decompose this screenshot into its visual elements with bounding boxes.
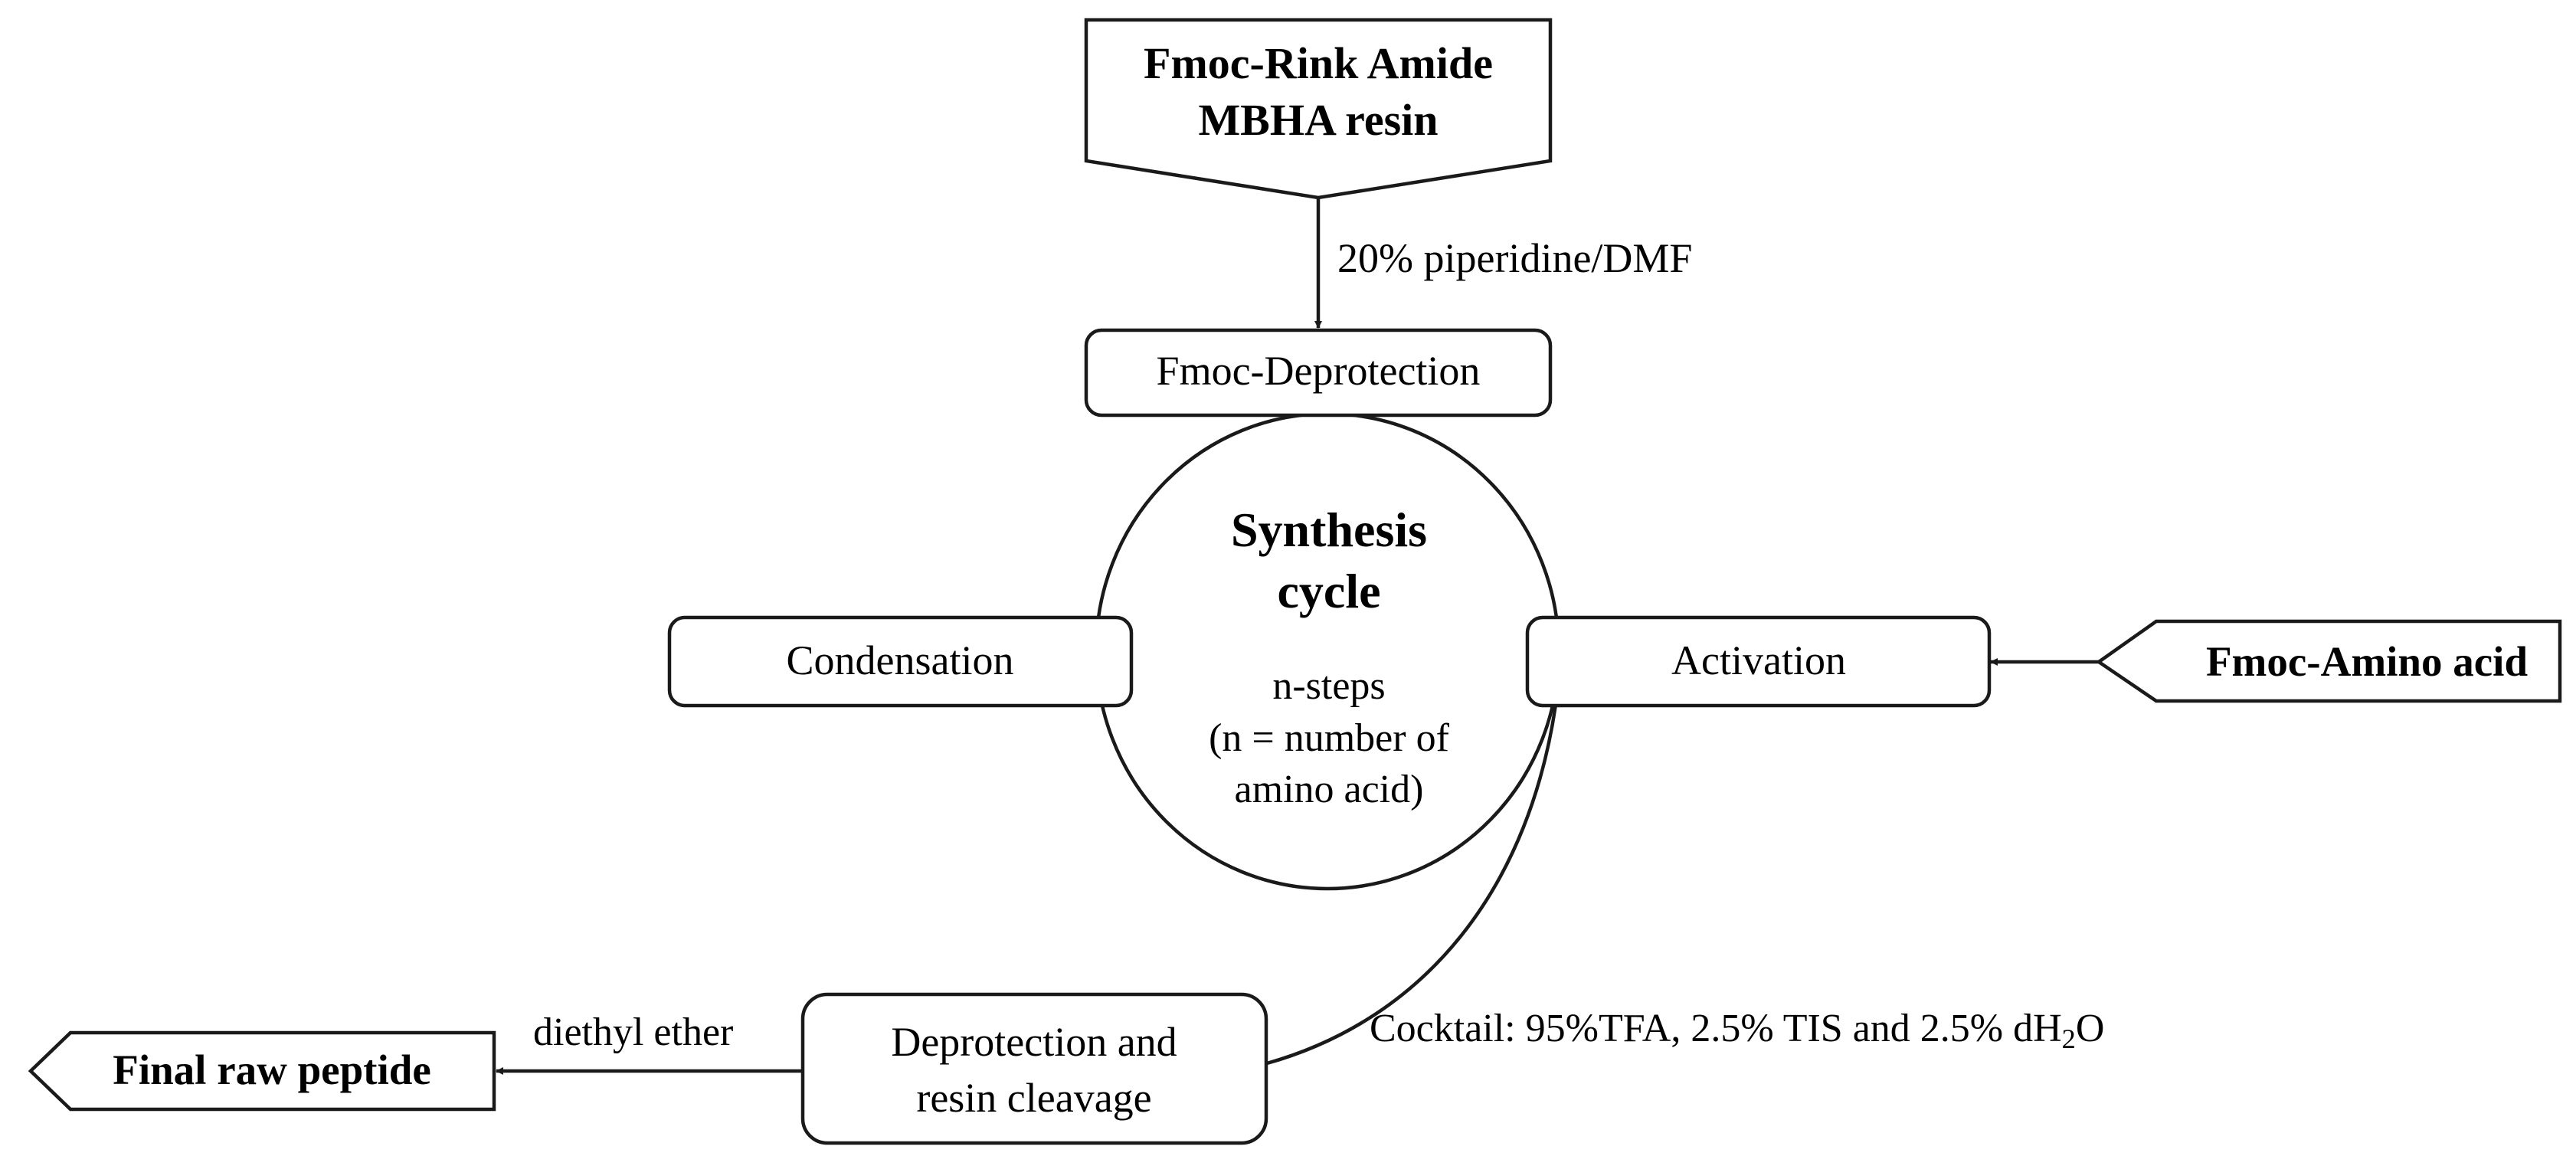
cycle-sub-line1: n-steps xyxy=(1272,664,1386,708)
activation-box xyxy=(1525,615,1992,708)
activation-label: Activation xyxy=(1671,637,1846,683)
cocktail-label: Cocktail: 95%TFA, 2.5% TIS and 2.5% dH2O xyxy=(1370,1004,2104,1055)
cycle-sub-line2: (n = number of xyxy=(1209,716,1449,760)
cleavage-label-line1: Deprotection and xyxy=(891,1019,1177,1065)
cleavage-connector-curve xyxy=(1266,693,1560,1066)
cycle-title-line2: cycle xyxy=(1277,564,1381,618)
cocktail-suffix: O xyxy=(2075,1007,2105,1050)
cleavage-label-line2: resin cleavage xyxy=(916,1074,1152,1121)
diethyl-ether-label: diethyl ether xyxy=(533,1010,734,1054)
amino-acid-shape xyxy=(2096,619,2562,703)
cycle-title-line1: Synthesis xyxy=(1230,503,1428,557)
cleavage-label: Deprotection and resin cleavage xyxy=(891,1014,1177,1126)
piperidine-label: 20% piperidine/DMF xyxy=(1337,235,1693,281)
cocktail-text: Cocktail: 95%TFA, 2.5% TIS and 2.5% dH xyxy=(1370,1007,2062,1050)
cocktail-subscript: 2 xyxy=(2061,1024,2076,1055)
synthesis-cycle-subtitle: n-steps (n = number of amino acid) xyxy=(1209,660,1449,816)
amino-acid-label: Fmoc-Amino acid xyxy=(2205,638,2529,685)
final-peptide-label: Final raw peptide xyxy=(113,1046,431,1093)
resin-label: Fmoc-Rink Amide MBHA resin xyxy=(1144,35,1493,149)
cycle-sub-line3: amino acid) xyxy=(1234,768,1424,812)
final-peptide-shape xyxy=(28,1030,496,1112)
condensation-box xyxy=(667,615,1134,708)
fmoc-deprotection-label: Fmoc-Deprotection xyxy=(1156,348,1481,394)
synthesis-cycle-title: Synthesis cycle xyxy=(1231,499,1427,622)
resin-label-line1: Fmoc-Rink Amide xyxy=(1144,38,1493,88)
cleavage-box xyxy=(800,992,1268,1145)
synthesis-cycle-circle xyxy=(1094,411,1561,891)
resin-label-line2: MBHA resin xyxy=(1198,95,1439,146)
condensation-label: Condensation xyxy=(786,637,1014,683)
resin-shape xyxy=(1084,18,1553,200)
fmoc-deprotection-box xyxy=(1084,328,1553,418)
